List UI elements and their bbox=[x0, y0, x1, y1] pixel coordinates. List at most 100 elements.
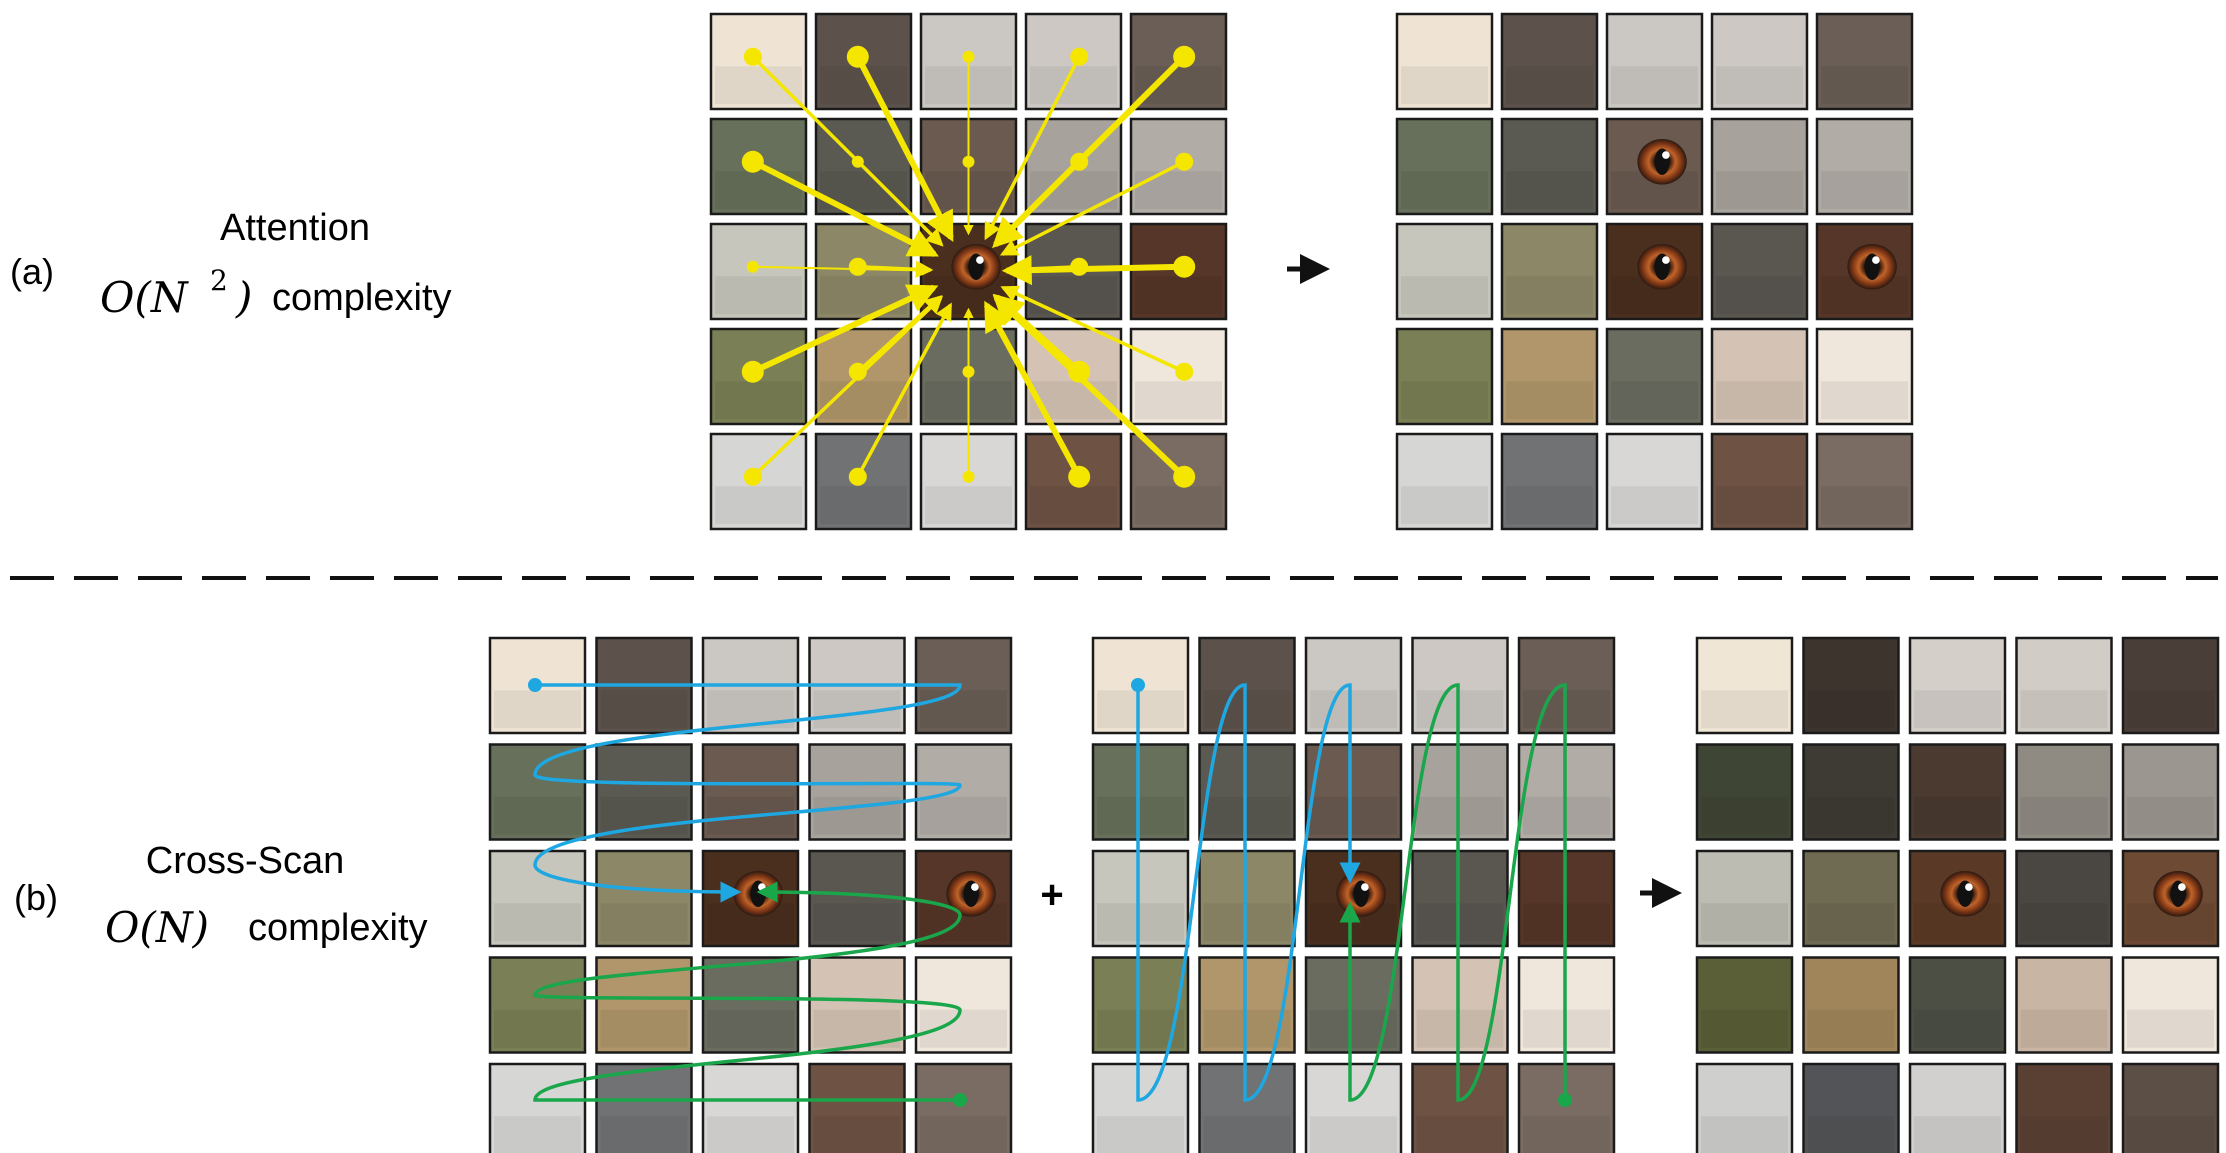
attention-output-tile bbox=[1500, 12, 1599, 111]
attention-output-tile bbox=[1710, 12, 1809, 111]
scan-vertical-tile bbox=[1198, 1062, 1296, 1153]
vertical-scan-blue-path bbox=[1136, 683, 1361, 1102]
scan-output-tile bbox=[1908, 636, 2007, 735]
attention-arrows bbox=[741, 45, 1196, 488]
panel-a-complexity-word: complexity bbox=[272, 277, 452, 319]
attention-output-tile bbox=[1605, 327, 1704, 426]
attention-arrow bbox=[992, 294, 1196, 488]
attention-arrow bbox=[741, 150, 939, 257]
attention-arrow bbox=[848, 257, 934, 278]
attention-arrow bbox=[743, 295, 943, 486]
panel-b-title: Cross-Scan bbox=[146, 840, 345, 882]
attention-arrow bbox=[983, 300, 1091, 488]
attention-output-tile bbox=[1815, 117, 1914, 216]
scan-vertical-tile bbox=[1304, 956, 1403, 1054]
panel-a-complexity: O(N 2 ) complexity bbox=[100, 264, 452, 322]
panel-b-tag: (b) bbox=[14, 877, 58, 918]
scan-vertical-tile bbox=[1198, 743, 1296, 841]
attention-arrow bbox=[993, 152, 1089, 247]
scan-vertical-tile bbox=[1411, 849, 1509, 948]
scan-horizontal-tile bbox=[914, 636, 1013, 735]
attention-arrow bbox=[962, 155, 975, 236]
scan-output-tile bbox=[2121, 956, 2220, 1054]
panel-a-complexity-exp: 2 bbox=[210, 264, 228, 297]
attention-input-tile bbox=[709, 327, 808, 426]
scan-horizontal-tile bbox=[701, 743, 800, 841]
scan-vertical-tile bbox=[1091, 849, 1190, 948]
attention-arrow bbox=[962, 307, 975, 483]
vertical-scan-blue-start bbox=[1131, 678, 1145, 692]
attention-input-tile bbox=[709, 222, 808, 321]
attention-output-tile bbox=[1500, 432, 1599, 531]
scan-output-tile bbox=[2015, 1062, 2113, 1153]
scan-output-tile bbox=[1802, 1062, 1900, 1153]
horizontal-scan-green-path bbox=[533, 881, 962, 1102]
attention-output-tile bbox=[1815, 327, 1914, 426]
scan-output-tile bbox=[2121, 849, 2220, 948]
scan-horizontal-tile bbox=[701, 849, 800, 948]
scan-output-tile bbox=[1802, 743, 1900, 841]
scan-output-tile bbox=[1908, 1062, 2007, 1153]
attention-arrow bbox=[848, 302, 953, 486]
scan-output-tile bbox=[1802, 956, 1900, 1054]
scan-output-tile bbox=[2015, 956, 2113, 1054]
attention-arrow bbox=[851, 155, 943, 246]
horizontal-scan-paths bbox=[528, 678, 967, 1107]
attention-arrow bbox=[1000, 285, 1194, 381]
attention-output-tile bbox=[1605, 432, 1704, 531]
scan-horizontal-tile bbox=[914, 849, 1013, 948]
scan-horizontal-tile bbox=[488, 743, 587, 841]
attention-output-tile bbox=[1500, 327, 1599, 426]
scan-output-tile bbox=[1695, 956, 1794, 1054]
attention-output-tile bbox=[1395, 327, 1494, 426]
attention-output-tile bbox=[1395, 12, 1494, 111]
vertical-scan-green-path bbox=[1339, 683, 1567, 1102]
scan-output-tile bbox=[1802, 636, 1900, 735]
scan-output-tile bbox=[1908, 956, 2007, 1054]
attention-input-tile bbox=[1129, 117, 1228, 216]
attention-output-tile bbox=[1500, 117, 1599, 216]
attention-output-tile bbox=[1605, 12, 1704, 111]
scan-horizontal-tile bbox=[808, 1062, 906, 1153]
scan-horizontal-tile bbox=[595, 1062, 693, 1153]
vertical-scan-paths bbox=[1131, 678, 1572, 1107]
scan-horizontal-tile bbox=[488, 956, 587, 1054]
scan-horizontal-tile bbox=[808, 743, 906, 841]
scan-output-tile bbox=[1695, 743, 1794, 841]
scan-vertical-tile bbox=[1411, 743, 1509, 841]
scan-vertical-tile bbox=[1091, 956, 1190, 1054]
scan-vertical-tile bbox=[1091, 636, 1190, 735]
scan-vertical-tile bbox=[1198, 849, 1296, 948]
attention-arrow bbox=[999, 152, 1194, 256]
scan-vertical-tile bbox=[1198, 956, 1296, 1054]
scan-horizontal-tile bbox=[914, 1062, 1013, 1153]
scan-output-tile bbox=[2121, 636, 2220, 735]
panel-a-complexity-math: O(N bbox=[100, 273, 189, 322]
scan-output-tile bbox=[2015, 849, 2113, 948]
scan-vertical-tile bbox=[1411, 636, 1509, 735]
attention-output-tile bbox=[1710, 117, 1809, 216]
panel-a-title: Attention bbox=[220, 207, 370, 249]
panel-b-complexity: O(N) complexity bbox=[105, 903, 428, 952]
scan-output-grid bbox=[1695, 636, 2220, 1153]
scan-vertical-tile bbox=[1304, 636, 1403, 735]
scan-horizontal-tile bbox=[488, 1062, 587, 1153]
attention-arrow bbox=[1001, 255, 1196, 286]
horizontal-scan-blue-start bbox=[528, 678, 542, 692]
scan-output-tile bbox=[1695, 1062, 1794, 1153]
scan-output-tile bbox=[1908, 743, 2007, 841]
attention-output-tile bbox=[1710, 222, 1809, 321]
scan-vertical-tile bbox=[1304, 849, 1403, 948]
scan-output-tile bbox=[1695, 849, 1794, 948]
scan-output-tile bbox=[2121, 743, 2220, 841]
scan-vertical-tile bbox=[1304, 743, 1403, 841]
panel-a-tag: (a) bbox=[10, 251, 54, 292]
scan-output-tile bbox=[1802, 849, 1900, 948]
attention-output-tile bbox=[1395, 222, 1494, 321]
attention-arrow bbox=[984, 47, 1089, 241]
scan-output-tile bbox=[2015, 636, 2113, 735]
attention-output-tile bbox=[1815, 222, 1914, 321]
scan-horizontal-tile bbox=[595, 743, 693, 841]
scan-vertical-tile bbox=[1304, 1062, 1403, 1153]
